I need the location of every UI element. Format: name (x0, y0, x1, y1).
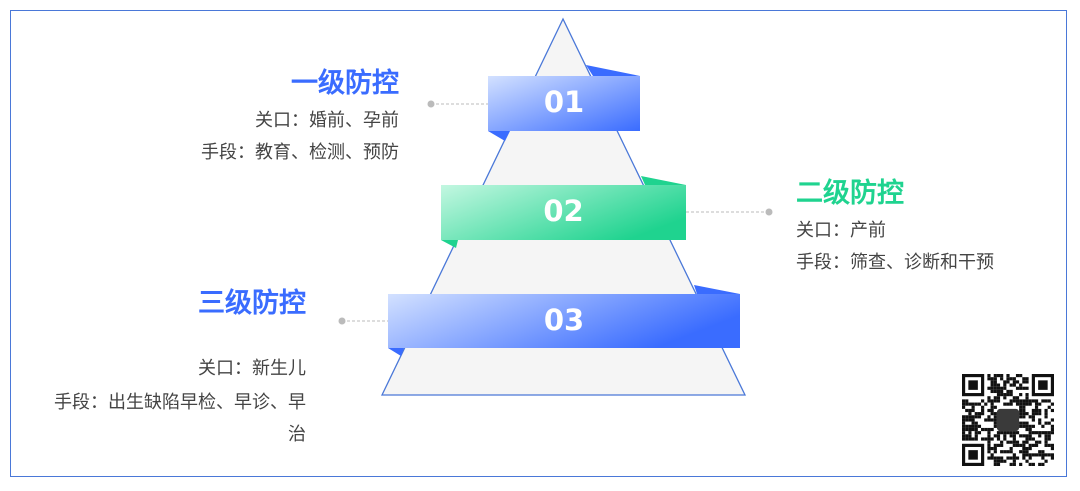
level-number-1: 01 (543, 85, 585, 119)
level-title-2: 二级防控 (796, 178, 904, 209)
level-3-means: 手段：出生缺陷早检、早诊、早 (54, 392, 306, 413)
level-2-means: 手段：筛查、诊断和干预 (796, 252, 994, 273)
connector-3 (338, 317, 388, 325)
level-3-means-cont: 治 (288, 424, 306, 445)
band-2 (441, 176, 686, 248)
band-1 (488, 65, 640, 141)
level-title-1: 一级防控 (291, 68, 399, 99)
frame-border (10, 10, 1067, 477)
connector-1 (427, 100, 488, 108)
level-number-2: 02 (543, 194, 584, 228)
level-1-means: 手段：教育、检测、预防 (201, 142, 399, 163)
level-3-gate: 关口：新生儿 (198, 358, 306, 379)
level-title-3: 三级防控 (198, 288, 306, 319)
level-number-3: 03 (543, 303, 585, 337)
level-1-gate: 关口：婚前、孕前 (255, 110, 399, 131)
qr-code (962, 374, 1054, 466)
band-3 (388, 285, 740, 356)
level-2-gate: 关口：产前 (796, 220, 886, 241)
connector-2 (686, 208, 773, 216)
